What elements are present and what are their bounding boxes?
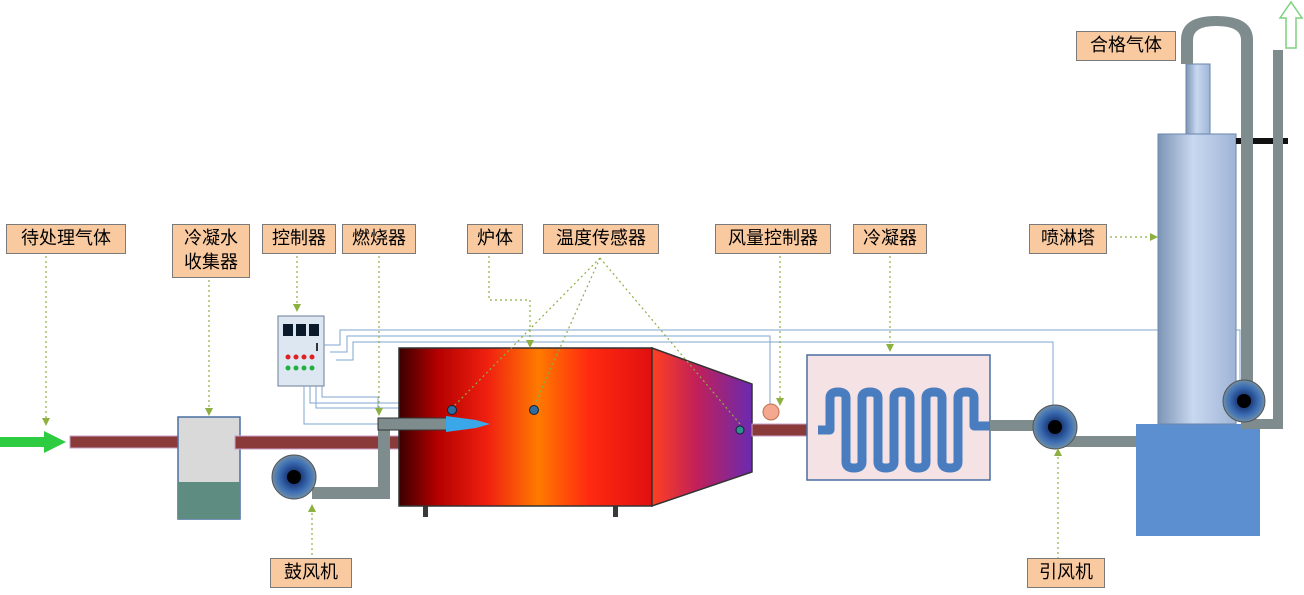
label-blower: 鼓风机 (270, 558, 352, 588)
label-qualified-gas: 合格气体 (1076, 31, 1176, 61)
label-induced-fan: 引风机 (1027, 558, 1105, 588)
label-spray-tower: 喷淋塔 (1029, 224, 1107, 254)
condenser-outlet-pipe (990, 420, 1035, 431)
temp-sensor-2 (529, 405, 539, 415)
label-air-controller: 风量控制器 (715, 224, 831, 254)
inlet-pipe (69, 435, 183, 449)
inlet-arrow-icon (0, 431, 66, 453)
label-furnace: 炉体 (467, 224, 523, 254)
controller-box (277, 315, 325, 387)
label-gas-in: 待处理气体 (6, 224, 126, 254)
label-condenser: 冷凝器 (853, 224, 927, 254)
outlet-arrow-icon (1278, 0, 1304, 49)
label-condensate-collector-line1: 冷凝水 (184, 228, 238, 249)
label-temp-sensor: 温度传感器 (543, 224, 659, 254)
label-condensate-collector: 冷凝水 收集器 (172, 224, 250, 278)
induced-fan (1032, 404, 1078, 450)
furnace-body (398, 346, 753, 517)
label-burner: 燃烧器 (342, 224, 416, 254)
leader-arrowheads (42, 233, 1158, 512)
temp-sensor-3 (735, 425, 745, 435)
condenser (806, 354, 991, 481)
label-condensate-collector-line2: 收集器 (184, 252, 238, 273)
label-controller: 控制器 (262, 224, 336, 254)
blower-fan (271, 430, 390, 500)
temp-sensor-1 (447, 405, 457, 415)
burner (377, 416, 490, 432)
air-flow-controller-valve (762, 403, 780, 421)
spray-tower (1136, 16, 1288, 536)
condensate-collector (177, 416, 241, 520)
leader-lines (45, 236, 1152, 558)
fan-to-tower-pipe (1060, 436, 1138, 447)
